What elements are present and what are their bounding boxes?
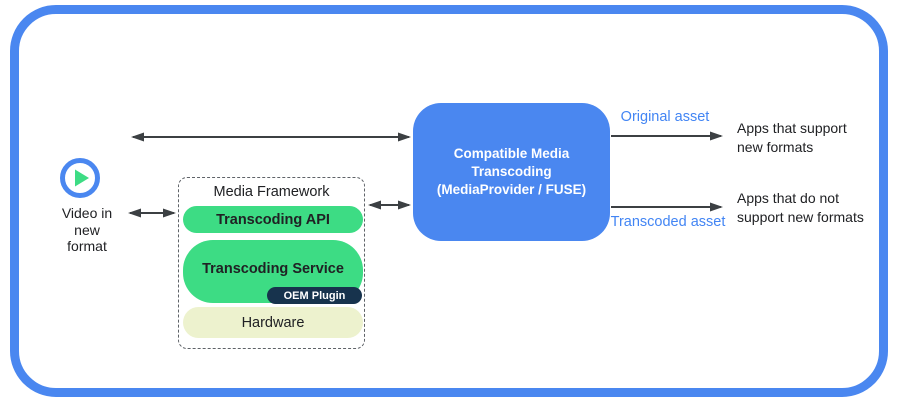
transcoding-service-label: Transcoding Service [202, 260, 344, 277]
media-framework-box [178, 177, 365, 349]
transcoding-api-pill: Transcoding API [183, 206, 363, 233]
apps-no-support-label: Apps that do not support new formats [737, 190, 864, 225]
video-input-label: Video in new format [61, 205, 113, 254]
compatible-media-transcoding-box: Compatible Media Transcoding (MediaProvi… [413, 103, 610, 241]
play-icon [60, 158, 100, 198]
media-framework-title: Media Framework [213, 184, 330, 200]
diagram-outer-border [10, 5, 888, 397]
compatible-media-transcoding-label: Compatible Media Transcoding (MediaProvi… [436, 146, 587, 197]
apps-support-label: Apps that support new formats [737, 120, 847, 155]
hardware-pill: Hardware [183, 307, 363, 338]
original-asset-label: Original asset [620, 109, 710, 125]
transcoded-asset-label: Transcoded asset [610, 214, 726, 230]
oem-plugin-pill: OEM Plugin [267, 287, 362, 304]
